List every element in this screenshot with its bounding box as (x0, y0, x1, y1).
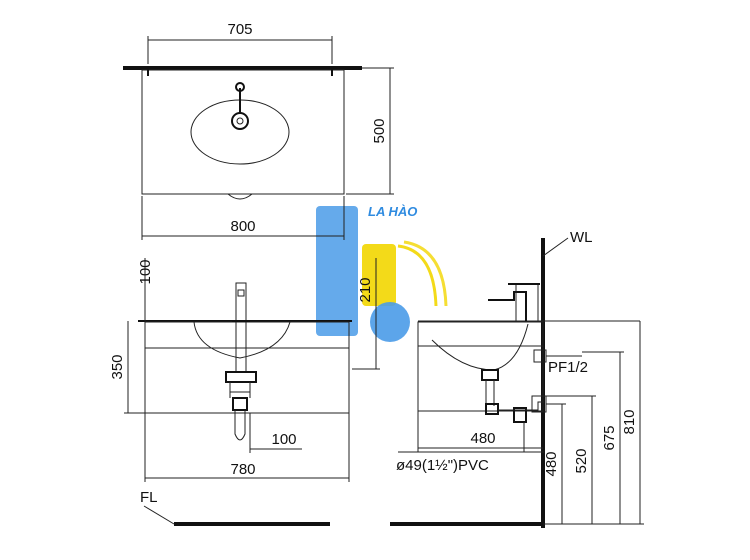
dim-780: 780 (230, 461, 255, 478)
wall-label: WL (570, 229, 593, 246)
logo-blue-bar (316, 206, 358, 336)
dim-800: 800 (230, 218, 255, 235)
top-drain (231, 112, 249, 130)
logo-yellow-block (362, 244, 396, 306)
dim-500: 500 (371, 118, 388, 143)
side-view: WL PF1/2 480 ø49(1½")PVC 480 (390, 229, 644, 528)
dim-100-mid: 100 (271, 431, 296, 448)
dim-520: 520 (573, 448, 590, 473)
dim-705: 705 (227, 21, 252, 38)
front-faucet (235, 282, 247, 322)
dim-210: 210 (357, 277, 374, 302)
side-cabinet (417, 345, 544, 412)
front-trap-nut (225, 371, 257, 383)
pvc-label: ø49(1½")PVC (396, 457, 489, 474)
dim-350: 350 (109, 354, 126, 379)
logo-blue-circle (370, 302, 410, 342)
front-drain-pipe (234, 410, 246, 441)
side-counter (417, 321, 544, 347)
top-view: 705 500 800 (123, 21, 394, 240)
side-faucet-spout (488, 291, 527, 321)
dim-480-vertical: 480 (543, 451, 560, 476)
logo: LA HÀO (316, 204, 448, 342)
dim-480-horizontal: 480 (470, 430, 495, 447)
dim-675: 675 (601, 425, 618, 450)
front-bowl (193, 321, 291, 359)
logo-text: LA HÀO (368, 204, 417, 219)
pipe-label: PF1/2 (548, 359, 588, 376)
front-cabinet (144, 347, 350, 414)
dim-100-top: 100 (137, 259, 154, 284)
dim-810: 810 (621, 409, 638, 434)
logo-yellow-arc-1 (397, 244, 438, 307)
floor-label: FL (140, 489, 158, 506)
front-view: 100 210 350 100 780 FL (109, 258, 380, 526)
logo-yellow-arc-2 (403, 240, 448, 307)
side-bowl (431, 323, 529, 371)
